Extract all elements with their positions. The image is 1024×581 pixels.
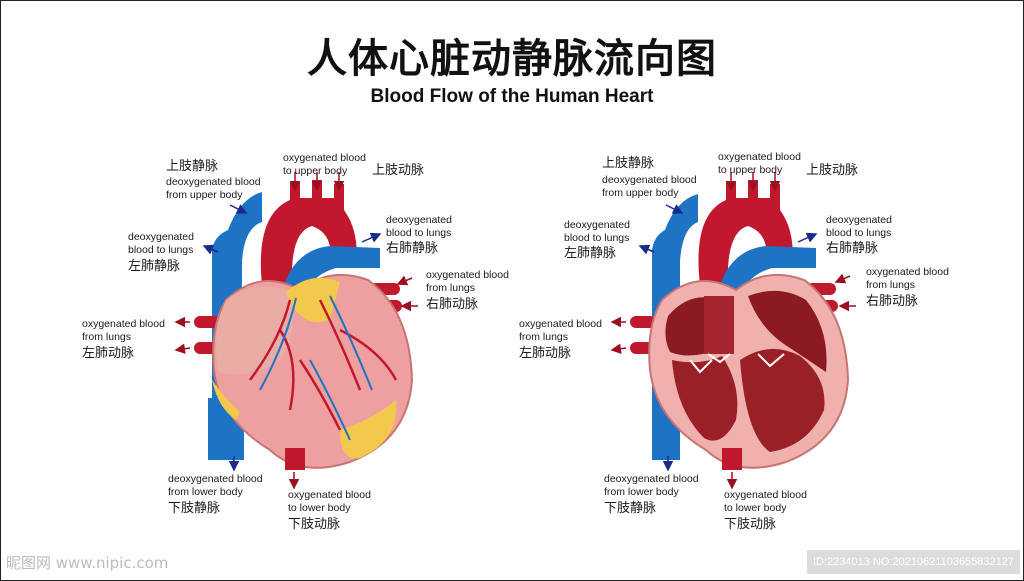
- label-upper-limb-artery-zh: 上肢动脉: [806, 163, 859, 178]
- label-right-pulmonary-vein-zh: 右肺静脉: [386, 241, 439, 256]
- label-right-pulmonary-vein-zh: 右肺静脉: [826, 241, 879, 256]
- label-left-pulmonary-artery-en-1: oxygenated blood: [519, 318, 602, 330]
- label-lower-limb-artery-zh: 下肢动脉: [724, 517, 777, 532]
- label-upper-limb-vein-en-1: deoxygenated blood: [166, 176, 261, 188]
- label-right-pulmonary-artery-en-2: from lungs: [426, 282, 476, 294]
- label-lower-limb-vein-en-1: deoxygenated blood: [168, 473, 263, 485]
- page-title: 人体心脏动静脉流向图: [307, 36, 717, 82]
- label-lower-limb-artery-en-2: to lower body: [288, 502, 351, 514]
- label-lower-limb-vein-en-2: from lower body: [168, 486, 243, 498]
- label-upper-limb-artery-en-1: oxygenated blood: [718, 151, 801, 163]
- label-lower-limb-vein-zh: 下肢静脉: [168, 501, 221, 516]
- label-upper-limb-vein-zh: 上肢静脉: [602, 156, 655, 171]
- exterior-heart: [194, 180, 414, 470]
- label-left-pulmonary-artery-en-1: oxygenated blood: [82, 318, 165, 330]
- label-right-pulmonary-artery-en-1: oxygenated blood: [866, 266, 949, 278]
- label-left-pulmonary-vein-zh: 左肺静脉: [564, 246, 617, 261]
- label-upper-limb-vein-zh: 上肢静脉: [166, 159, 219, 174]
- label-right-pulmonary-vein-en-1: deoxygenated: [826, 214, 892, 226]
- label-right-pulmonary-vein-en-1: deoxygenated: [386, 214, 452, 226]
- cross-section-heart: [630, 180, 850, 470]
- watermark-id: ID:2234013 NO:20210621103655832127: [806, 550, 1020, 574]
- label-left-pulmonary-artery-zh: 左肺动脉: [82, 346, 135, 361]
- label-upper-limb-artery-zh: 上肢动脉: [372, 163, 425, 178]
- label-right-pulmonary-vein-en-2: blood to lungs: [386, 227, 452, 239]
- label-left-pulmonary-vein-en-2: blood to lungs: [564, 232, 630, 244]
- label-lower-limb-artery-en-2: to lower body: [724, 502, 787, 514]
- label-lower-limb-artery-en-1: oxygenated blood: [288, 489, 371, 501]
- label-upper-limb-artery-en-2: to upper body: [283, 165, 348, 177]
- label-right-pulmonary-vein-en-2: blood to lungs: [826, 227, 892, 239]
- label-left-pulmonary-artery-en-2: from lungs: [82, 331, 132, 343]
- label-lower-limb-vein-en-2: from lower body: [604, 486, 679, 498]
- left-heart-arrows: [174, 172, 418, 490]
- label-right-pulmonary-artery-en-2: from lungs: [866, 279, 916, 291]
- label-upper-limb-artery-en-2: to upper body: [718, 164, 783, 176]
- label-left-pulmonary-vein-en-1: deoxygenated: [128, 231, 194, 243]
- label-upper-limb-vein-en-2: from upper body: [166, 189, 243, 201]
- label-left-pulmonary-vein-zh: 左肺静脉: [128, 259, 181, 274]
- label-upper-limb-artery-en-1: oxygenated blood: [283, 152, 366, 164]
- label-left-pulmonary-artery-en-2: from lungs: [519, 331, 569, 343]
- label-upper-limb-vein-en-2: from upper body: [602, 187, 679, 199]
- label-lower-limb-vein-zh: 下肢静脉: [604, 501, 657, 516]
- label-right-pulmonary-artery-zh: 右肺动脉: [866, 294, 919, 309]
- label-right-pulmonary-artery-en-1: oxygenated blood: [426, 269, 509, 281]
- label-left-pulmonary-vein-en-1: deoxygenated: [564, 219, 630, 231]
- watermark-site: 昵图网 www.nipic.com: [6, 554, 169, 572]
- label-left-pulmonary-artery-zh: 左肺动脉: [519, 346, 572, 361]
- label-upper-limb-vein-en-1: deoxygenated blood: [602, 174, 697, 186]
- page-subtitle: Blood Flow of the Human Heart: [370, 86, 654, 107]
- label-lower-limb-artery-en-1: oxygenated blood: [724, 489, 807, 501]
- label-left-pulmonary-vein-en-2: blood to lungs: [128, 244, 194, 256]
- label-lower-limb-artery-zh: 下肢动脉: [288, 517, 341, 532]
- label-right-pulmonary-artery-zh: 右肺动脉: [426, 297, 479, 312]
- label-lower-limb-vein-en-1: deoxygenated blood: [604, 473, 699, 485]
- right-heart-arrows: [610, 172, 856, 490]
